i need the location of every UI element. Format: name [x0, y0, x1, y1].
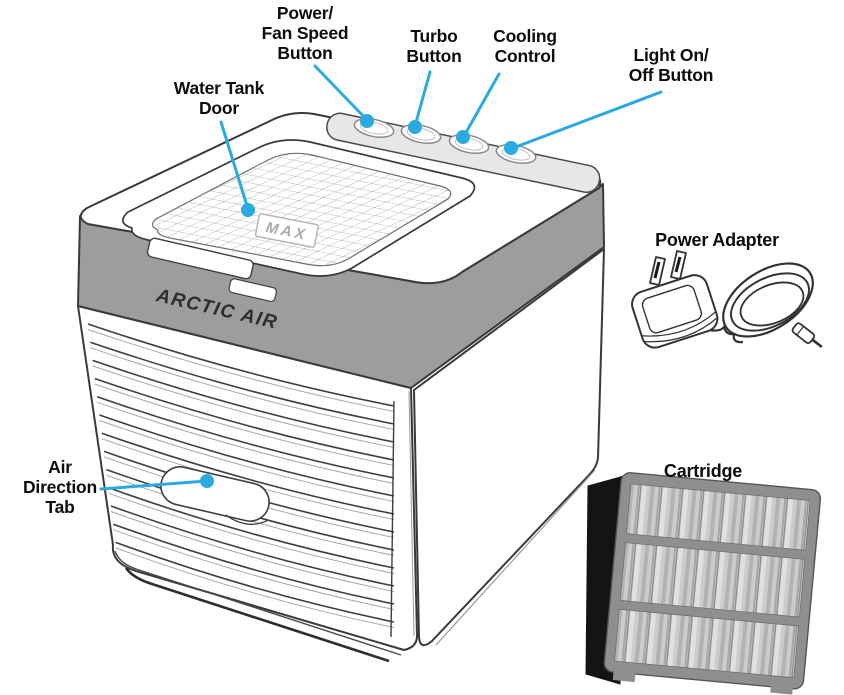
cable-plug-tip [791, 322, 823, 348]
label-cooling-control: Cooling Control [493, 26, 557, 66]
air-direction-tab [160, 466, 270, 525]
leader-turbo [413, 70, 432, 128]
water-tank-door-lip [146, 237, 277, 303]
filter-window-top [625, 483, 811, 551]
dot-air-direction [200, 474, 214, 488]
label-power-adapter: Power Adapter [655, 230, 779, 250]
filter-window-bottom [614, 608, 799, 679]
label-air-direction-tab: Air Direction Tab [22, 457, 98, 517]
dot-water-tank [241, 203, 255, 217]
cooler-unit: MAX ARCTIC AIR [77, 112, 605, 663]
leader-light [511, 90, 663, 150]
strain-relief [709, 324, 744, 344]
plug-prongs [649, 250, 687, 286]
label-cartridge: Cartridge [663, 461, 743, 481]
filter-window-middle [619, 542, 806, 618]
right-side-panel [413, 248, 605, 647]
leader-air-direction [99, 479, 209, 491]
cartridge-illustration [585, 472, 822, 695]
power-adapter-illustration [631, 250, 823, 349]
water-tank-door-grille [151, 152, 452, 267]
leader-cooling [462, 72, 501, 138]
cartridge-frame [603, 472, 822, 695]
louver-slats [87, 323, 395, 628]
cable-coil [722, 262, 814, 338]
callout-dots [200, 114, 518, 488]
base-lip-line [114, 550, 402, 656]
dot-cooling [456, 130, 470, 144]
callout-leader-lines [99, 64, 663, 491]
dot-light [504, 141, 518, 155]
label-power-fan-speed-button: Power/ Fan Speed Button [261, 3, 349, 63]
louver-right-edge [390, 400, 395, 638]
label-water-tank-door: Water Tank Door [173, 78, 265, 118]
front-corner-line [408, 390, 415, 637]
base-shadow-line [124, 567, 390, 663]
dot-power-fan-speed [360, 114, 374, 128]
leader-water-tank [219, 120, 250, 211]
adapter-body [631, 274, 719, 349]
label-light-on-off-button: Light On/ Off Button [628, 45, 714, 85]
leader-power-fan-speed [313, 64, 369, 122]
dot-turbo [408, 120, 422, 134]
right-side-base-line [435, 469, 596, 646]
label-turbo-button: Turbo Button [406, 26, 462, 66]
max-fill-marker: MAX [254, 213, 319, 248]
